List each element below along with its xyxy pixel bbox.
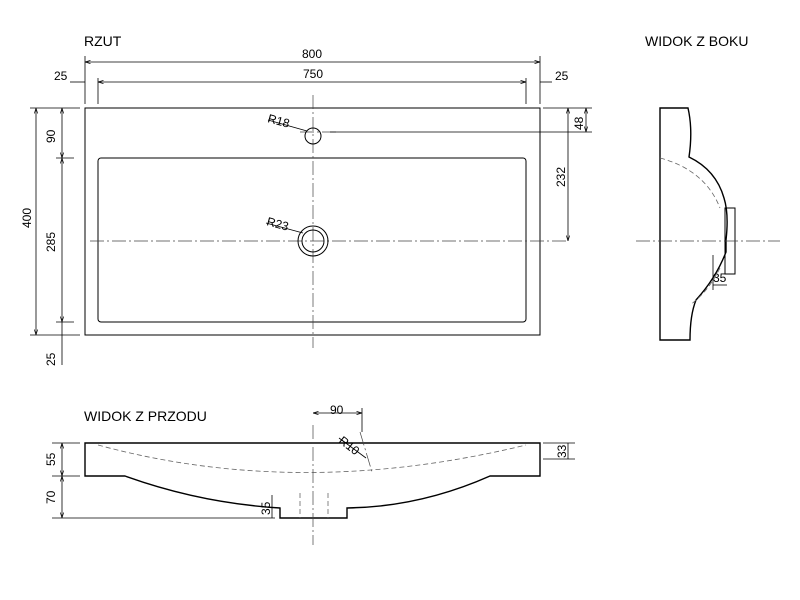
front-hidden-drain (299, 493, 329, 518)
side-dim-35: 35 (713, 271, 727, 285)
r23-leader (265, 222, 304, 234)
side-hidden-line-1 (659, 157, 721, 209)
drain-inner (301, 229, 325, 253)
tap-hole (304, 127, 322, 145)
r18-leader (267, 119, 308, 132)
side-profile (659, 107, 728, 341)
dim-25-right: 25 (555, 69, 569, 83)
dim-232: 232 (554, 167, 568, 187)
dim-400: 400 (20, 208, 34, 228)
front-hidden-bowl (97, 444, 527, 473)
r18-label: R18 (266, 111, 291, 130)
basin-bowl (97, 157, 527, 323)
dim-800: 800 (302, 47, 322, 61)
front-dim-90: 90 (330, 403, 344, 417)
front-view-title: WIDOK Z PRZODU (84, 408, 207, 424)
dim-25-bottom: 25 (44, 352, 58, 366)
front-dim-55: 55 (44, 452, 58, 466)
front-tap-centerline (359, 431, 373, 473)
side-hidden-line-2 (689, 267, 721, 306)
side-view: 35 (636, 107, 780, 341)
front-dim-r10: R10 (336, 433, 362, 458)
dim-285: 285 (44, 232, 58, 252)
front-dim-70: 70 (44, 490, 58, 504)
dim-90: 90 (44, 129, 58, 143)
front-dim-33: 33 (555, 444, 569, 458)
r23-label: R23 (265, 214, 290, 233)
front-dim-35: 35 (259, 501, 273, 515)
basin-outline (84, 107, 541, 336)
plan-view: R18 R23 800 750 25 25 400 90 285 25 (20, 47, 592, 366)
dim-750: 750 (303, 67, 323, 81)
side-view-title: WIDOK Z BOKU (645, 33, 748, 49)
dim-25-left: 25 (54, 69, 68, 83)
plan-view-title: RZUT (84, 33, 122, 49)
dim-48: 48 (572, 116, 586, 130)
drain-outer (297, 225, 329, 257)
front-view: 90 R10 33 55 70 35 (44, 403, 575, 545)
front-profile (84, 442, 541, 519)
